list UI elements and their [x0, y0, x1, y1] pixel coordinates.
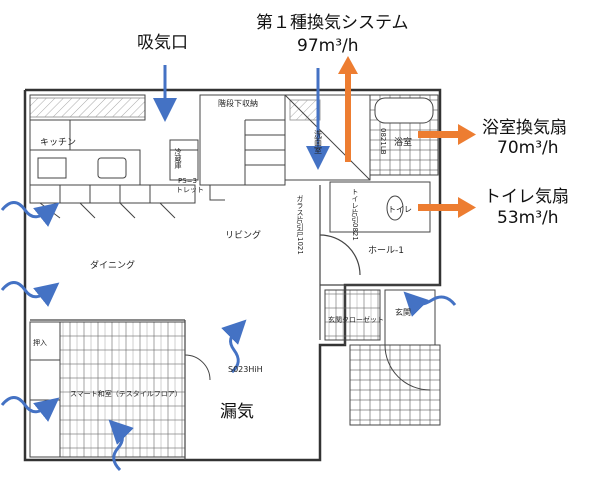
door-code-b: トイレ片引0821	[351, 188, 359, 241]
sash-code: S023HiH	[228, 365, 263, 374]
room-label-toilet: トイレ	[388, 205, 412, 214]
intake-arrows	[153, 65, 330, 170]
system-exhaust-shaft	[345, 72, 351, 162]
storage-label: トレット	[176, 186, 204, 194]
bath-unit-code: 0821LB	[379, 128, 387, 155]
toilet-fan-label: トイレ気扇	[484, 187, 569, 207]
room-label-entrance-closet: 玄関クローゼット	[328, 315, 384, 324]
room-label-washroom: 洗面室	[314, 129, 323, 154]
fridge-label: 冷蔵庫	[174, 147, 182, 170]
bath-fan-label: 浴室換気扇	[482, 118, 567, 138]
door-code-a: ガラス片引戸1021	[296, 195, 304, 255]
room-label-hall: ホール-1	[368, 245, 404, 256]
ps-label: PS=3	[178, 177, 197, 185]
stairs	[199, 94, 286, 201]
system-label: 第１種換気システム	[256, 13, 409, 33]
leak-arrow	[221, 319, 247, 374]
room-label-entrance: 玄関	[395, 307, 411, 317]
bath-exhaust-head	[458, 124, 476, 145]
system-exhaust-head	[338, 56, 358, 74]
room-label-kitchen: キッチン	[40, 137, 76, 148]
leak-arrow	[0, 396, 60, 422]
wet-area	[284, 94, 439, 233]
toilet-exhaust-head	[458, 197, 476, 218]
room-label-bath: 浴室	[394, 136, 412, 148]
leak-arrows	[0, 201, 457, 472]
leak-arrow	[403, 291, 457, 317]
entrance-area	[324, 289, 441, 426]
kitchen-area	[29, 94, 199, 219]
toilet-exhaust-shaft	[418, 204, 460, 211]
system-rate: 97m³/h	[297, 36, 359, 56]
toilet-fan-rate: 53m³/h	[497, 208, 559, 228]
room-label-japanese: スマート和室（テスタイルフロア）	[70, 389, 182, 398]
bath-fan-rate: 70m³/h	[497, 138, 559, 158]
exhaust-arrows	[338, 56, 476, 218]
leak-label: 漏気	[220, 402, 254, 422]
room-label-living: リビング	[225, 229, 261, 241]
leak-arrow	[0, 281, 60, 307]
leak-arrow	[108, 419, 134, 472]
room-label-stair-storage: 階段下収納	[218, 98, 258, 108]
bath-exhaust-shaft	[418, 131, 460, 138]
room-label-dining: ダイニング	[90, 259, 135, 271]
intake-label: 吸気口	[137, 33, 188, 53]
room-label-closet: 押入	[33, 338, 47, 347]
leak-arrow	[0, 201, 60, 227]
